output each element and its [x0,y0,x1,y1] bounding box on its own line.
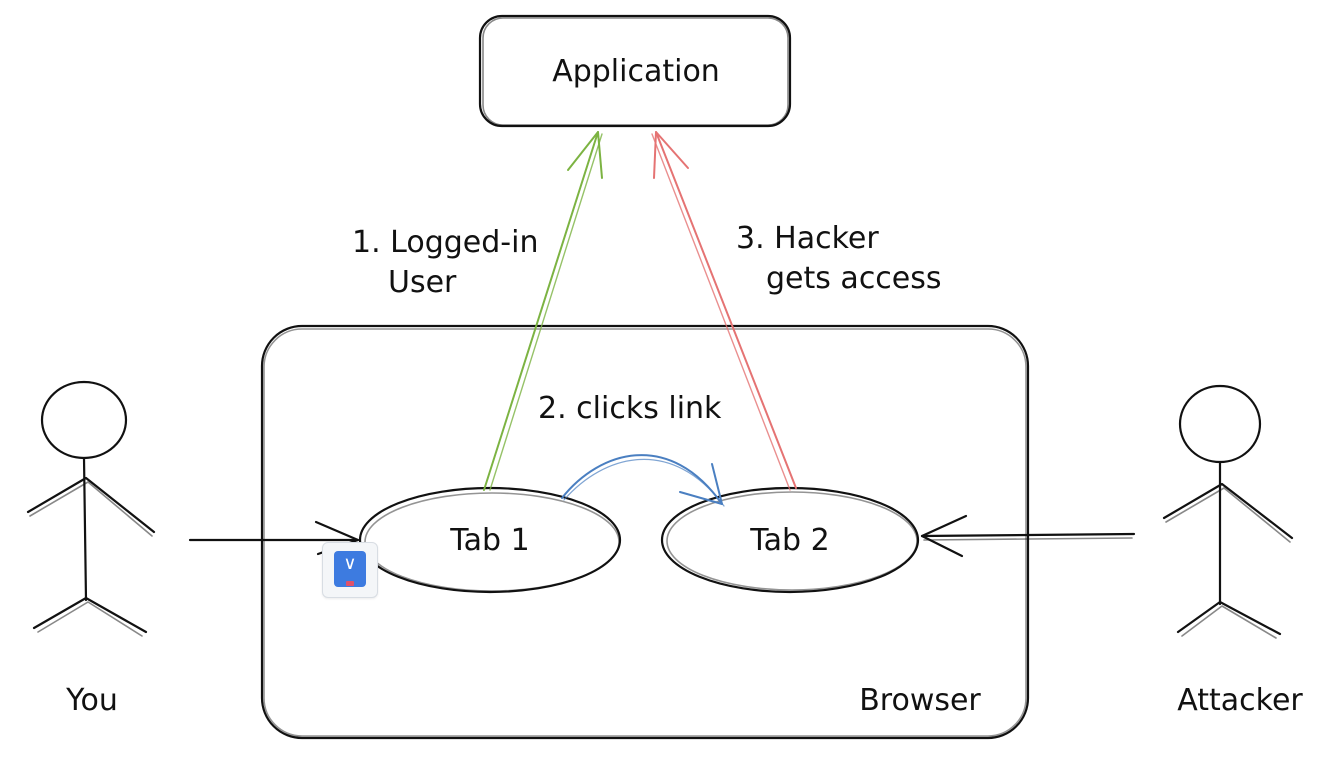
attacker-stick-figure-icon [1162,384,1294,639]
tab1-node: Tab 1 [358,486,622,594]
attacker-label: Attacker [1177,683,1303,718]
step3-label-line2: gets access [766,261,942,296]
tab1-label: Tab 1 [449,523,529,558]
you-stick-figure-icon [26,380,156,637]
extension-tag-icon [346,581,354,586]
browser-label: Browser [859,683,981,718]
attacker-to-tab2-arrow [920,514,1136,558]
you-actor: You [26,380,156,718]
login-arrow [483,131,603,491]
step1-label-line1: 1. Logged-in [352,225,538,260]
application-node: Application [478,14,792,128]
step3-label-line1: 3. Hacker [736,221,879,256]
download-extension-icon[interactable]: ∨ [322,542,378,598]
chevron-down-icon: ∨ [343,553,357,574]
step1-label-line2: User [388,265,457,300]
step2-label: 2. clicks link [538,391,722,426]
step1-label: 1. Logged-in User [352,225,538,300]
tab2-label: Tab 2 [749,523,829,558]
extension-badge-inner: ∨ [334,551,366,587]
attack-arrow [651,131,797,491]
click-arrow [561,454,725,507]
application-label: Application [552,54,720,89]
browser-container: Browser [260,324,1030,740]
step3-label: 3. Hacker gets access [736,221,942,296]
you-label: You [65,683,118,718]
step2-label-text: 2. clicks link [538,391,722,426]
tab2-node: Tab 2 [660,486,920,594]
attacker-actor: Attacker [1162,384,1303,718]
